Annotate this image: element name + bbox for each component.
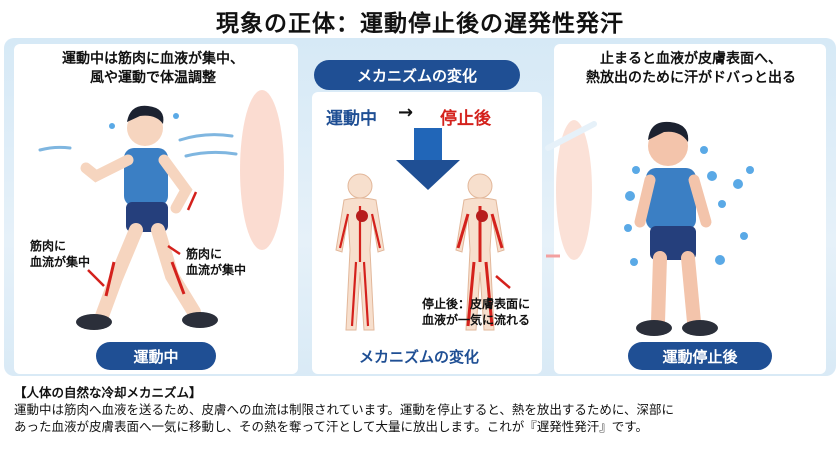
body-after-icon	[455, 173, 505, 331]
during-exercise-badge: 運動中	[96, 342, 216, 370]
explanation-heading: 【人体の自然な冷却メカニズム】	[14, 385, 202, 400]
heat-glow-right	[556, 120, 592, 260]
heart-icon-after	[476, 210, 488, 222]
after-exercise-badge: 運動停止後	[628, 342, 772, 370]
runner-figure	[76, 105, 218, 330]
explanation-line2: あった血液が皮膚表面へ一気に移動し、その熱を奪って汗として大量に放出します。これ…	[14, 419, 649, 434]
sweat-drops-icon	[624, 146, 754, 266]
muscle-label-left: 筋肉に 血流が集中	[30, 238, 90, 270]
heart-icon-before	[356, 210, 368, 222]
left-caption-line1: 運動中は筋肉に血液が集中、	[62, 51, 244, 67]
muscle-label-left-line1: 筋肉に	[30, 239, 67, 253]
right-caption: 止まると血液が皮膚表面へ、 熱放出のために汗がドバっと出る	[560, 50, 822, 88]
left-callout-arrows	[87, 191, 198, 287]
after-note-line2: 血液が一気に流れる	[422, 313, 531, 327]
wind-icon-right	[545, 121, 597, 151]
left-caption-line2: 風や運動で体温調整	[90, 70, 216, 86]
page-title: 現象の正体：運動停止後の遅発性発汗	[216, 11, 624, 37]
muscle-label-right-line1: 筋肉に	[186, 247, 223, 261]
phase-during-label: 運動中	[326, 109, 377, 129]
left-caption: 運動中は筋肉に血液が集中、 風や運動で体温調整	[18, 50, 288, 88]
explanation-block: 【人体の自然な冷却メカニズム】 運動中は筋肉へ血液を送るため、皮膚への血流は制限…	[14, 384, 830, 435]
phase-after-label: 停止後	[440, 109, 491, 129]
body-before-icon	[335, 173, 385, 331]
right-caption-line2: 熱放出のために汗がドバっと出る	[586, 70, 796, 86]
mechanism-footer: メカニズムの変化	[358, 348, 479, 366]
right-arrow-icon: →	[398, 102, 414, 123]
muscle-label-right-line2: 血流が集中	[186, 263, 247, 277]
down-arrow-icon	[396, 128, 460, 190]
after-callout-arrow	[495, 275, 511, 289]
wind-icon	[38, 133, 238, 158]
tired-person-figure	[634, 121, 718, 336]
heat-glow-left	[240, 90, 284, 250]
mechanism-header: メカニズムの変化	[314, 60, 520, 90]
after-note-line1: 停止後：皮膚表面に	[422, 297, 531, 311]
muscle-label-left-line2: 血流が集中	[30, 255, 91, 269]
muscle-label-right: 筋肉に 血流が集中	[186, 246, 246, 278]
after-note: 停止後：皮膚表面に 血液が一気に流れる	[422, 296, 530, 328]
explanation-line1: 運動中は筋肉へ血液を送るため、皮膚への血流は制限されています。運動を停止すると、…	[14, 402, 675, 417]
right-caption-line1: 止まると血液が皮膚表面へ、	[600, 51, 782, 67]
